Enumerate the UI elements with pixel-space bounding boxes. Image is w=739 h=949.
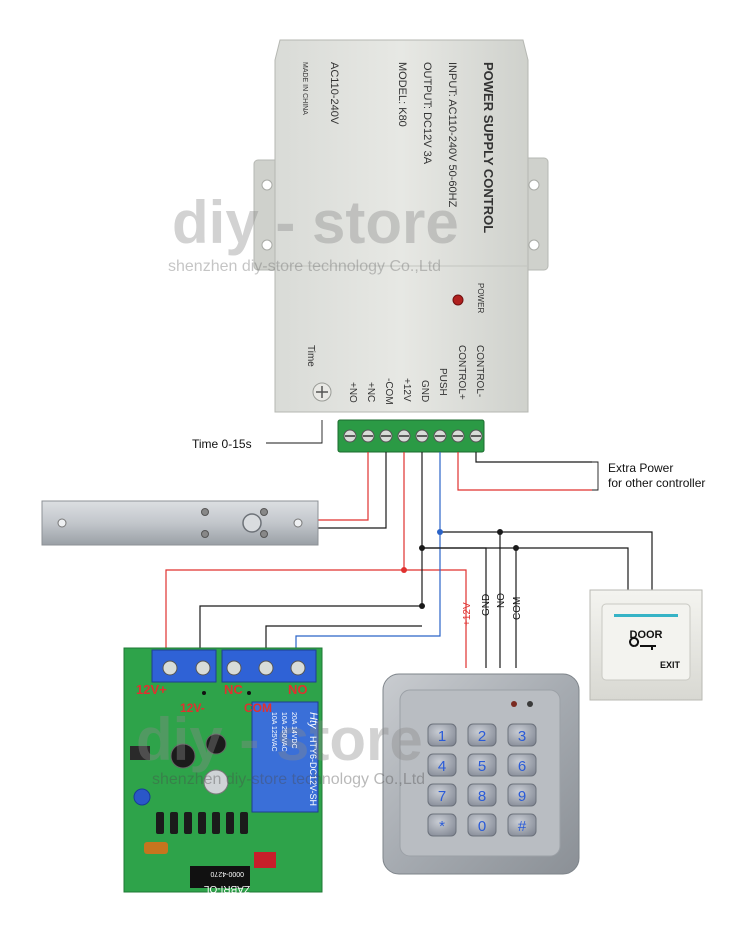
keypad-key-7[interactable]: 7 xyxy=(427,783,457,807)
keypad-key-8[interactable]: 8 xyxy=(467,783,497,807)
electric-bolt-lock xyxy=(41,500,319,546)
relay-dip-number: 80 xyxy=(234,902,242,909)
power-supply-box xyxy=(253,39,549,413)
keypad-key-label: 3 xyxy=(518,728,526,745)
relay-dip-numbers: 60 80 51 40 30 20 10 xyxy=(222,902,302,909)
psu-power-label: POWER xyxy=(476,283,485,313)
extra-power-label-2: for other controller xyxy=(608,476,705,490)
keypad-key-label: 0 xyxy=(478,818,486,835)
terminal-label-nc: +NC xyxy=(365,382,376,402)
time-range-label: Time 0-15s xyxy=(192,437,252,451)
keypad-key-label: * xyxy=(439,818,445,835)
relay-dip-number: 40 xyxy=(258,902,266,909)
keypad-wire-label-no: NO xyxy=(496,593,507,608)
watermark-brand-2: diy - store xyxy=(136,706,423,773)
keypad-key-3[interactable]: 3 xyxy=(507,723,537,747)
keypad-keys: 1 2 3 4 5 6 7 8 9 * 0 # xyxy=(427,723,537,837)
psu-model: MODEL: K80 xyxy=(396,62,408,127)
keypad-key-9[interactable]: 9 xyxy=(507,783,537,807)
keypad-key-label: 1 xyxy=(438,728,446,745)
relay-dip-number: 60 xyxy=(222,902,230,909)
watermark-company-2: shenzhen diy-store technology Co.,Ltd xyxy=(152,771,425,788)
terminal-label-push: PUSH xyxy=(437,368,448,396)
relay-label-12v-minus: 12V- xyxy=(180,701,205,715)
relay-board xyxy=(123,647,323,893)
relay-dip-number: 30 xyxy=(270,902,278,909)
keypad-key-label: 2 xyxy=(478,728,486,745)
watermark-brand: diy - store xyxy=(172,189,459,256)
wire-junctions xyxy=(401,529,519,609)
keypad-key-star[interactable]: * xyxy=(427,813,457,837)
psu-made-in: MADE IN CHINA xyxy=(301,62,308,115)
exit-button-label-door: DOOR xyxy=(630,629,663,641)
relay-spec-1: 10A 250VAC xyxy=(280,712,287,752)
keypad-key-2[interactable]: 2 xyxy=(467,723,497,747)
keypad-key-6[interactable]: 6 xyxy=(507,753,537,777)
keypad-key-4[interactable]: 4 xyxy=(427,753,457,777)
keypad-key-5[interactable]: 5 xyxy=(467,753,497,777)
psu-rotated-labels: POWER SUPPLY CONTROL INPUT: AC110-240V 5… xyxy=(301,62,496,405)
terminal-label-gnd: GND xyxy=(419,380,430,402)
terminal-label-control-minus: CONTROL- xyxy=(474,345,485,397)
relay-label-12v-plus: 12V+ xyxy=(136,682,167,697)
extra-power-label: Extra Power xyxy=(608,461,673,475)
keypad-key-label: 6 xyxy=(518,758,526,775)
keypad-key-label: 9 xyxy=(518,788,526,805)
relay-dip-number: 20 xyxy=(282,902,290,909)
keypad-key-label: 7 xyxy=(438,788,446,805)
terminal-label-com: -COM xyxy=(383,378,394,405)
keypad-wire-label-12v: +12V xyxy=(462,602,473,626)
keypad-key-label: 8 xyxy=(478,788,486,805)
keypad-key-label: 5 xyxy=(478,758,486,775)
terminal-label-no: +NO xyxy=(347,382,358,403)
relay-chip-label: ZABRI-OL xyxy=(203,883,250,894)
psu-voltage: AC110-240V xyxy=(328,62,340,125)
keypad-key-1[interactable]: 1 xyxy=(427,723,457,747)
psu-terminal-block xyxy=(337,419,485,453)
psu-input: INPUT: AC110-240V 50-60HZ xyxy=(446,62,458,208)
keypad-key-label: 4 xyxy=(438,758,446,775)
relay-chip-code: 0000-4270 xyxy=(210,870,244,877)
keypad-key-0[interactable]: 0 xyxy=(467,813,497,837)
watermark: diy - store shenzhen diy-store technolog… xyxy=(136,189,459,788)
watermark-company: shenzhen diy-store technology Co.,Ltd xyxy=(168,258,441,275)
relay-label-no: NO xyxy=(288,682,308,697)
relay-dip-number: 51 xyxy=(246,902,254,909)
psu-title: POWER SUPPLY CONTROL xyxy=(481,62,496,233)
relay-label-nc: NC xyxy=(224,682,243,697)
relay-label-com: COM xyxy=(244,701,272,715)
exit-button-label-exit: EXIT xyxy=(660,660,681,670)
terminal-label-control-plus: CONTROL+ xyxy=(456,345,467,400)
keypad-wire-label-com: COM xyxy=(512,597,523,620)
relay-dip-number: 10 xyxy=(294,902,302,909)
keypad-wire-label-gnd: GND xyxy=(481,594,492,616)
keypad-key-label: # xyxy=(518,818,527,835)
psu-time-label: Time xyxy=(305,345,316,367)
relay-spec-2: 10A 125VAC xyxy=(270,712,277,752)
terminal-label-12v: +12V xyxy=(401,378,412,402)
relay-brand: Hty xyxy=(307,712,319,730)
relay-model: HTY6-DC12V-SH xyxy=(308,736,318,806)
keypad-key-hash[interactable]: # xyxy=(507,813,537,837)
psu-output: OUTPUT: DC12V 3A xyxy=(421,62,433,165)
exit-button-device xyxy=(589,589,703,701)
relay-component-text: Hty HTY6-DC12V-SH 10A 250VAC 10A 125VAC … xyxy=(270,712,319,806)
relay-spec-3: 20A 14VDC xyxy=(290,712,297,749)
